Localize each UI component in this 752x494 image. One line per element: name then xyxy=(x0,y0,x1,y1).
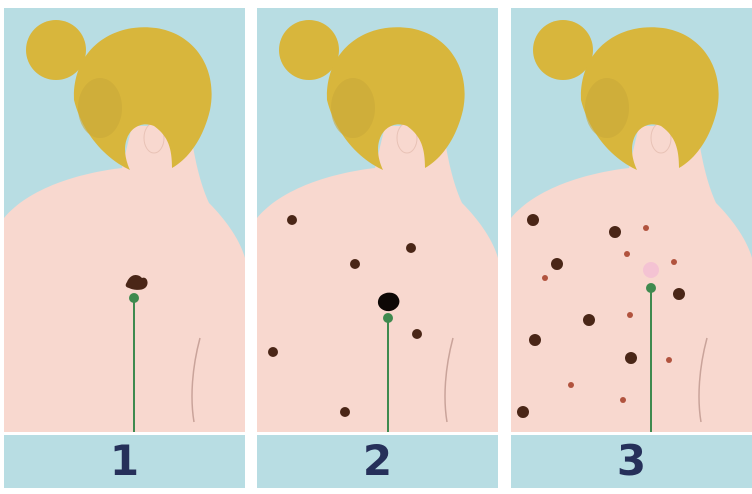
mole xyxy=(583,314,595,326)
small-mole xyxy=(620,397,626,403)
small-mole xyxy=(643,225,649,231)
small-mole xyxy=(624,251,630,257)
panel-number: 1 xyxy=(4,436,245,486)
mole xyxy=(287,215,297,225)
panel-2: 2 xyxy=(257,8,498,488)
mole xyxy=(517,406,529,418)
mole xyxy=(529,334,541,346)
pink-spot xyxy=(643,262,659,278)
mole xyxy=(412,329,422,339)
mole xyxy=(527,214,539,226)
hair-bun xyxy=(279,20,339,80)
small-mole xyxy=(671,259,677,265)
mole xyxy=(625,352,637,364)
mole xyxy=(551,258,563,270)
panel-number: 2 xyxy=(257,436,498,486)
mole xyxy=(609,226,621,238)
panel-1: 1 xyxy=(4,8,245,488)
woman-back-illustration xyxy=(4,8,245,432)
pointer-dot xyxy=(129,293,139,303)
mole xyxy=(350,259,360,269)
pointer-dot xyxy=(646,283,656,293)
pointer-dot xyxy=(383,313,393,323)
small-mole xyxy=(627,312,633,318)
small-mole xyxy=(666,357,672,363)
hair-bun xyxy=(533,20,593,80)
mole xyxy=(340,407,350,417)
small-mole xyxy=(568,382,574,388)
mole xyxy=(268,347,278,357)
mole xyxy=(406,243,416,253)
woman-back-illustration xyxy=(257,8,498,432)
panel-number: 3 xyxy=(511,436,752,486)
small-mole xyxy=(542,275,548,281)
panel-3: 3 xyxy=(511,8,752,488)
woman-back-illustration xyxy=(511,8,752,432)
hair-bun xyxy=(26,20,86,80)
mole xyxy=(673,288,685,300)
